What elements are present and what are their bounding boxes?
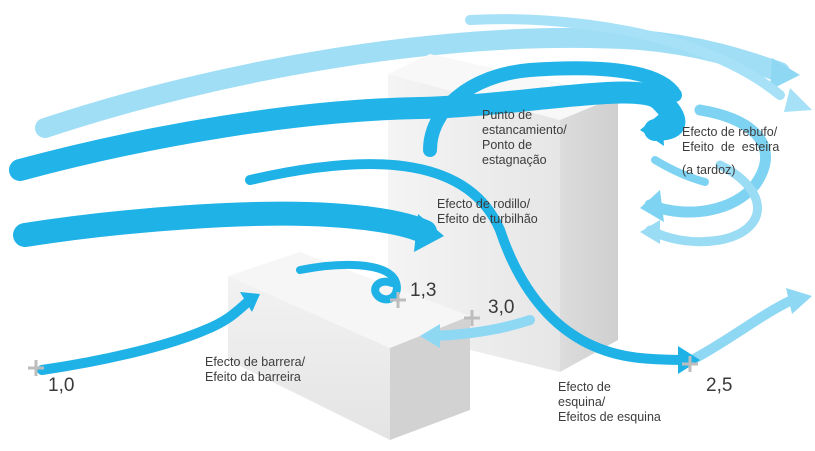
gap-reverse-flow bbox=[425, 315, 535, 341]
stagnation-label-line-1: Punto de bbox=[482, 108, 533, 122]
corner-flow bbox=[245, 159, 695, 365]
value-right: 2,5 bbox=[706, 375, 733, 396]
wake-label-line-1: Efecto de rebufo/ bbox=[682, 125, 778, 139]
corner-label-line-2: esquina/ bbox=[558, 395, 606, 409]
marker-left bbox=[28, 360, 44, 376]
low-building bbox=[228, 252, 470, 440]
vortex-flow bbox=[296, 260, 401, 304]
wake-flow-1 bbox=[644, 104, 771, 218]
roller-flow bbox=[13, 201, 437, 247]
barrier-flow bbox=[37, 295, 255, 375]
top-flow-arrowhead bbox=[770, 58, 800, 90]
wake-flow-3 bbox=[651, 156, 709, 186]
barrier-label-line-1: Efecto de barrera/ bbox=[205, 355, 306, 369]
roller-arrowhead bbox=[414, 214, 444, 252]
value-middle: 1,3 bbox=[410, 280, 437, 301]
upper-rebound-arrowhead bbox=[784, 88, 812, 112]
stagnation-label-line-2: estancamiento/ bbox=[482, 123, 567, 137]
right-exit-flow bbox=[687, 295, 797, 365]
gap-reverse-arrowhead bbox=[420, 324, 440, 348]
value-rear-gap: 3,0 bbox=[488, 297, 515, 318]
marker-gap bbox=[464, 310, 480, 326]
wake-flow-2 bbox=[645, 160, 762, 247]
main-flow-stagnation-loop bbox=[423, 61, 682, 157]
wake-label-line-3: (a tardoz) bbox=[682, 163, 736, 177]
barrier-label-line-2: Efeito da barreira bbox=[205, 370, 301, 384]
barrier-arrowhead bbox=[240, 292, 260, 312]
wake-flow-2-arrowhead bbox=[640, 220, 660, 244]
marker-right bbox=[682, 356, 698, 372]
corner-label-line-3: Efeitos de esquina bbox=[558, 410, 661, 424]
roller-label: Efecto de rodillo/ Efeito de turbilhão bbox=[437, 197, 538, 227]
right-exit-arrowhead bbox=[786, 288, 812, 314]
stagnation-label-line-4: estagnação bbox=[482, 153, 547, 167]
stagnation-arrowhead bbox=[640, 112, 664, 146]
roller-label-line-1: Efecto de rodillo/ bbox=[437, 197, 531, 211]
marker-middle bbox=[390, 292, 406, 308]
wake-label-line-2: Efeito de esteira bbox=[682, 140, 780, 154]
top-flow-arrow bbox=[35, 27, 790, 138]
corner-label: Efecto de esquina/ Efeitos de esquina bbox=[558, 380, 661, 425]
roller-label-line-2: Efeito de turbilhão bbox=[437, 212, 538, 226]
corner-label-line-1: Efecto de bbox=[558, 380, 611, 394]
wake-label: Efecto de rebufo/ Efeito de esteira (a t… bbox=[682, 125, 779, 178]
stagnation-label: Punto de estancamiento/ Ponto de estagna… bbox=[482, 108, 567, 168]
value-left: 1,0 bbox=[48, 375, 75, 396]
barrier-label: Efecto de barrera/ Efeito da barreira bbox=[205, 355, 305, 385]
upper-rebound-flow bbox=[465, 14, 785, 100]
stagnation-label-line-3: Ponto de bbox=[482, 138, 533, 152]
wake-flow-1-arrowhead bbox=[640, 190, 664, 222]
